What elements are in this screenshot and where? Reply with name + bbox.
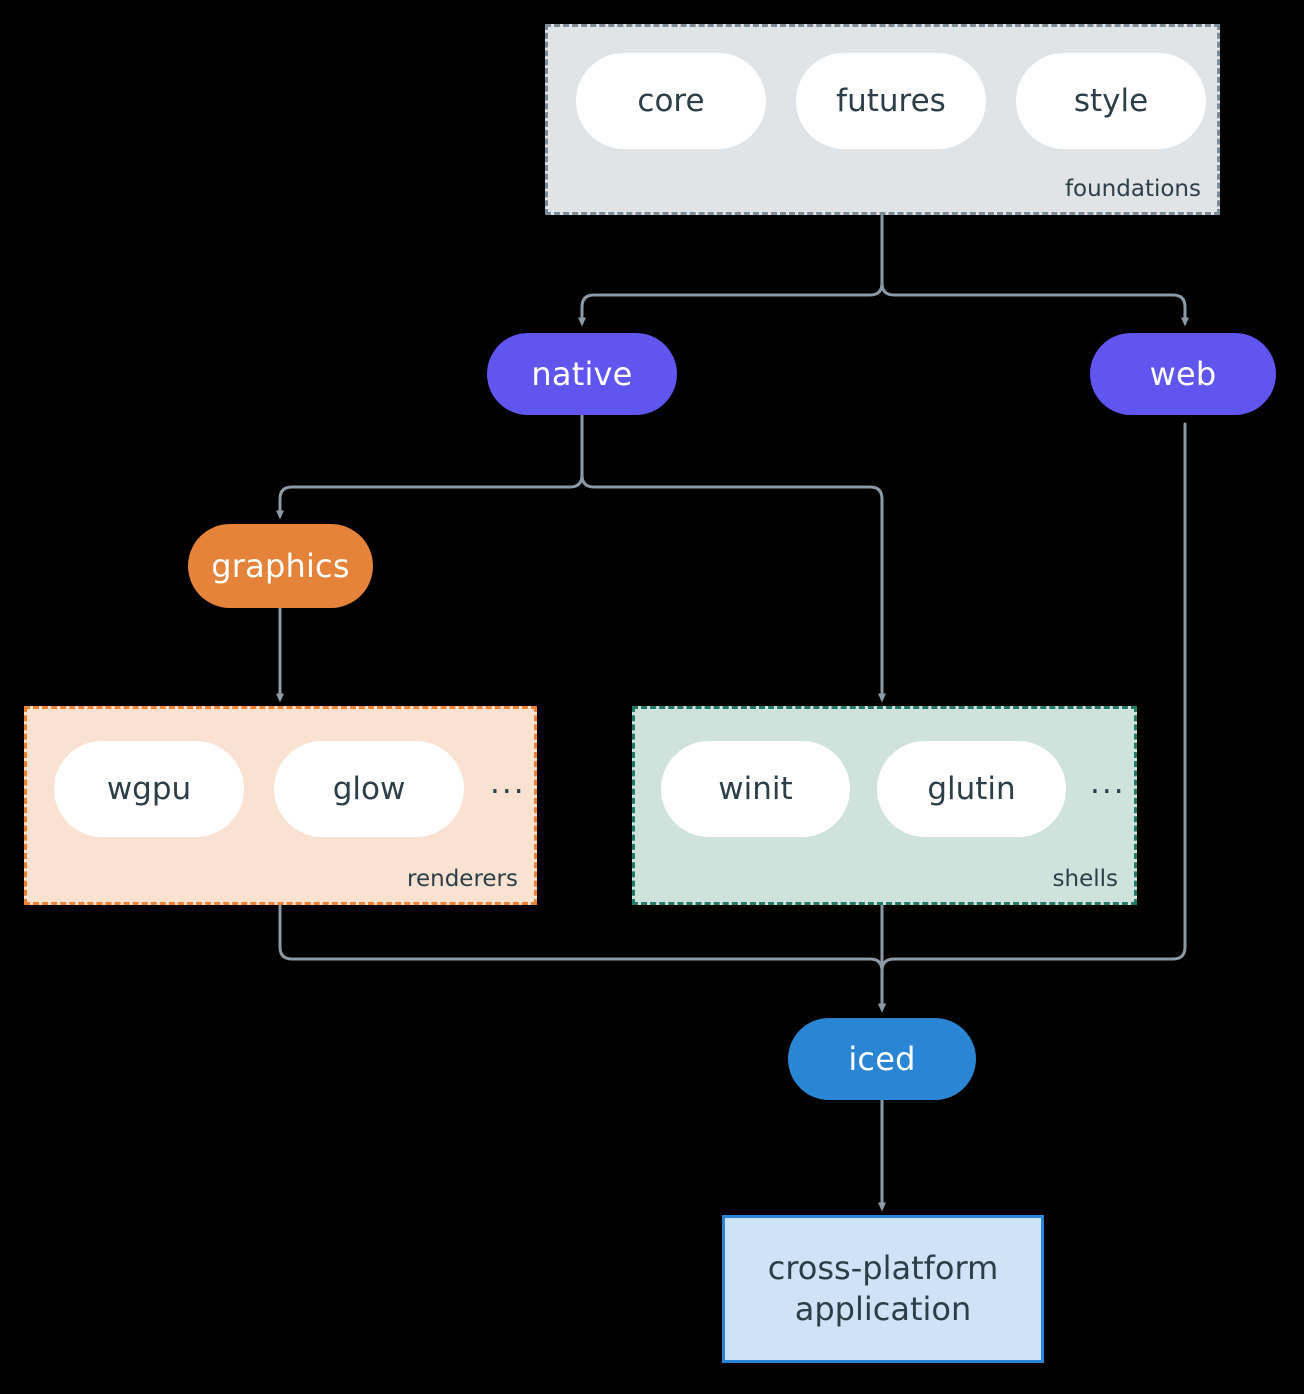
group-foundations: core futures style foundations [545, 24, 1220, 215]
node-application-label-line1: cross-platform [767, 1249, 999, 1288]
node-web-label: web [1149, 355, 1217, 393]
shells-ellipsis: ... [1090, 735, 1126, 843]
node-graphics[interactable]: graphics [188, 524, 373, 608]
pill-winit[interactable]: winit [661, 741, 850, 837]
shells-items: winit glutin ... [661, 735, 1126, 843]
edge-foundations-web [880, 213, 1189, 327]
renderers-ellipsis-label: ... [490, 764, 526, 801]
edge-native-shells [580, 411, 886, 703]
pill-style[interactable]: style [1016, 53, 1206, 149]
pill-futures[interactable]: futures [796, 53, 986, 149]
pill-winit-label: winit [718, 771, 793, 807]
node-iced[interactable]: iced [788, 1018, 976, 1100]
shells-ellipsis-label: ... [1090, 764, 1126, 801]
pill-glutin-label: glutin [927, 771, 1016, 807]
pill-wgpu-label: wgpu [106, 771, 192, 807]
node-application-label-line2: application [794, 1290, 972, 1328]
pill-core[interactable]: core [576, 53, 766, 149]
pill-glow-label: glow [332, 771, 406, 807]
group-shells-label: shells [1052, 866, 1118, 892]
pill-futures-label: futures [836, 83, 946, 119]
node-application[interactable]: cross-platform application [722, 1215, 1044, 1363]
group-renderers: wgpu glow ... renderers [24, 706, 537, 905]
group-foundations-label: foundations [1064, 176, 1201, 202]
node-native[interactable]: native [487, 333, 677, 415]
renderers-items: wgpu glow ... [54, 735, 526, 843]
pill-style-label: style [1073, 83, 1149, 119]
edge-foundations-native [578, 213, 884, 327]
pill-glutin[interactable]: glutin [877, 741, 1066, 837]
node-native-label: native [531, 355, 633, 393]
pill-wgpu[interactable]: wgpu [54, 741, 244, 837]
pill-core-label: core [637, 83, 705, 119]
group-shells: winit glutin ... shells [632, 706, 1137, 905]
node-iced-label: iced [848, 1040, 916, 1078]
renderers-ellipsis: ... [490, 735, 526, 843]
foundations-items: core futures style [576, 53, 1206, 149]
node-web[interactable]: web [1090, 333, 1276, 415]
group-renderers-label: renderers [407, 866, 518, 892]
edge-native-graphics [276, 411, 584, 520]
node-graphics-label: graphics [211, 547, 350, 585]
edge-renderers-iced [278, 903, 886, 1013]
pill-glow[interactable]: glow [274, 741, 464, 837]
